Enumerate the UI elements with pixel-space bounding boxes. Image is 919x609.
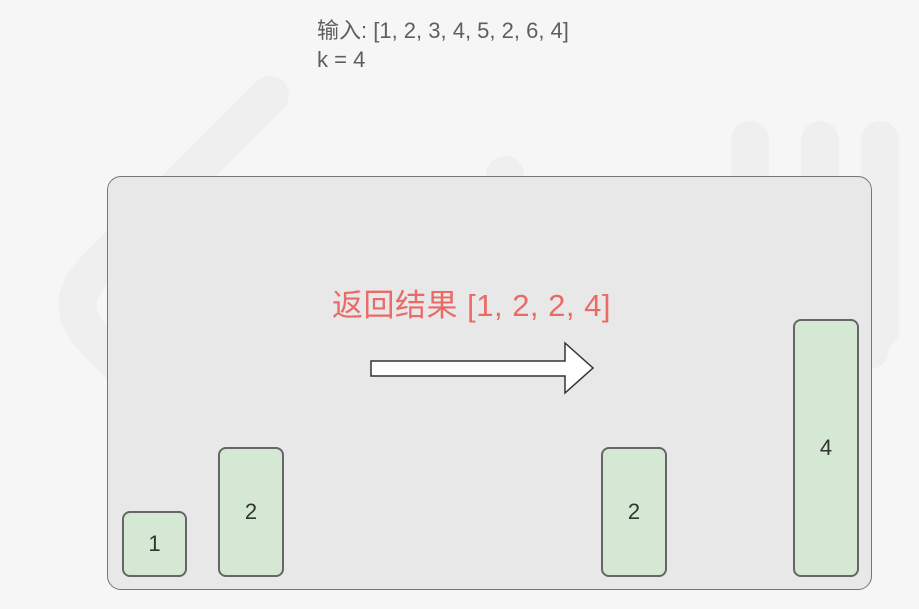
input-array-text: 输入: [1, 2, 3, 4, 5, 2, 6, 4] [317,18,569,43]
right-arrow-icon [370,341,595,395]
bar-3: 2 [601,447,667,577]
problem-input: 输入: [1, 2, 3, 4, 5, 2, 6, 4] k = 4 [317,16,569,74]
result-label: 返回结果 [1, 2, 2, 4] [332,288,611,323]
bar-1: 1 [122,511,187,577]
bar-4: 4 [793,319,859,577]
k-value-text: k = 4 [317,47,366,72]
bar-2: 2 [218,447,284,577]
